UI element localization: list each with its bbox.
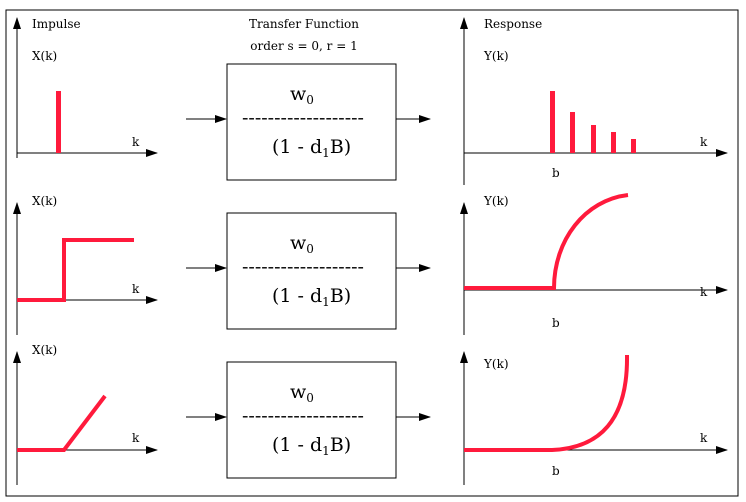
output-label: Y(k): [483, 357, 509, 371]
impulse-signal: [56, 91, 61, 153]
transfer-function-box: [226, 212, 397, 330]
ramp-signal: [17, 394, 107, 452]
step-signal: [17, 238, 134, 302]
response-axis-label: k: [700, 285, 708, 299]
response-axis-label: k: [700, 431, 708, 445]
spike-3: [591, 125, 596, 153]
outer-frame: [5, 9, 739, 497]
decaying-spikes: [550, 91, 636, 153]
response-axis-label: k: [700, 135, 708, 149]
spike-2: [570, 112, 575, 153]
row-1: X(k) k w0 ------------------- (1 - d1B) …: [13, 17, 728, 185]
tf-dashes: -------------------: [242, 405, 364, 427]
growing-response: [464, 354, 630, 452]
row-3: X(k) k w0 ------------------- (1 - d1B) …: [13, 343, 728, 485]
header-impulse: Impulse: [32, 17, 81, 31]
delay-label: b: [552, 166, 560, 180]
output-label: Y(k): [483, 194, 509, 208]
input-label: X(k): [32, 194, 57, 208]
tf-numerator: w0: [290, 83, 314, 107]
header-order: order s = 0, r = 1: [250, 39, 357, 53]
delay-label: b: [552, 316, 560, 330]
header-transfer-function: Transfer Function: [249, 17, 359, 31]
tf-denominator: (1 - d1B): [272, 434, 351, 458]
input-axis-label: k: [132, 282, 140, 296]
saturating-response: [464, 193, 629, 290]
input-axis-label: k: [132, 431, 140, 445]
delay-label: b: [552, 464, 560, 478]
input-label: X(k): [32, 343, 57, 357]
spike-5: [631, 139, 636, 153]
row-2: X(k) k w0 ------------------- (1 - d1B) …: [13, 193, 728, 335]
tf-denominator: (1 - d1B): [272, 285, 351, 309]
transfer-function-box: [226, 63, 397, 181]
tf-dashes: -------------------: [242, 107, 364, 129]
spike-4: [611, 132, 616, 153]
tf-numerator: w0: [290, 381, 314, 405]
transfer-function-box: [226, 361, 397, 479]
header-response: Response: [484, 17, 542, 31]
spike-1: [550, 91, 555, 153]
input-axis-label: k: [132, 135, 140, 149]
input-label: X(k): [32, 49, 57, 63]
tf-denominator: (1 - d1B): [272, 136, 351, 160]
tf-numerator: w0: [290, 232, 314, 256]
output-label: Y(k): [483, 49, 509, 63]
tf-dashes: -------------------: [242, 256, 364, 278]
